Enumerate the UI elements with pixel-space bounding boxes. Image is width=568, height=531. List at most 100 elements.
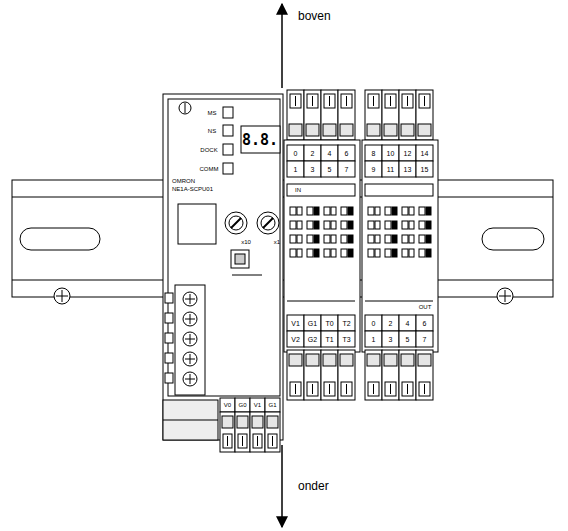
part-outline [284, 140, 360, 352]
terminal-number: 8 [372, 150, 376, 157]
terminal-number: 10 [387, 150, 395, 157]
part-outline [321, 90, 338, 140]
part-line [242, 436, 243, 446]
part-line [287, 301, 355, 302]
led-label: MS [208, 110, 217, 116]
part-outline [223, 434, 232, 448]
terminal-number: 3 [311, 166, 315, 173]
part-outline [324, 249, 330, 257]
part-outline [341, 221, 347, 229]
part-outline [402, 207, 408, 215]
part-line [424, 384, 425, 394]
part-outline [321, 350, 338, 400]
terminal-number: 5 [328, 166, 332, 173]
part-outline [416, 331, 433, 347]
part-outline [399, 161, 416, 177]
part-line [424, 96, 425, 106]
led-label: DOCK [200, 147, 217, 153]
part-outline [268, 434, 277, 448]
part-outline [399, 350, 416, 400]
direction-arrow [281, 445, 283, 527]
part-outline [165, 293, 173, 303]
part-outline [385, 382, 396, 396]
part-line [295, 96, 296, 106]
part-outline [287, 350, 304, 400]
part-outline [331, 249, 336, 257]
part-outline [399, 315, 416, 331]
part-outline [385, 94, 396, 108]
terminal-name: T0 [325, 320, 333, 327]
part-outline [418, 354, 431, 366]
part-outline [341, 235, 347, 243]
part-outline [348, 221, 353, 229]
part-outline [384, 124, 397, 136]
part-line [190, 314, 191, 324]
part-outline [237, 416, 248, 428]
part-outline [419, 207, 425, 215]
part-line [257, 436, 258, 446]
part-outline [287, 161, 304, 177]
part-outline [341, 207, 347, 215]
part-outline [163, 94, 283, 440]
part-line [505, 290, 506, 302]
part-line [227, 436, 228, 446]
part-outline [297, 221, 302, 229]
part-outline [340, 124, 353, 136]
part-line [390, 384, 391, 394]
part-circle [497, 288, 513, 304]
part-outline [220, 412, 235, 452]
part-outline [331, 221, 336, 229]
part-circle [261, 216, 275, 230]
part-outline [314, 221, 319, 229]
part-circle [183, 352, 197, 366]
terminal-number: 4 [328, 150, 332, 157]
part-outline [392, 221, 397, 229]
part-outline [163, 400, 218, 440]
terminal-name: G1 [308, 320, 317, 327]
part-line [263, 218, 273, 228]
part-outline [338, 90, 355, 140]
part-outline [402, 249, 408, 257]
part-outline [235, 398, 250, 412]
part-outline [304, 350, 321, 400]
input-module [284, 90, 360, 400]
terminal-name: G0 [238, 402, 246, 408]
part-outline [290, 94, 301, 108]
part-circle [54, 288, 70, 304]
part-outline [382, 90, 399, 140]
part-outline [222, 416, 233, 428]
part-outline [20, 228, 100, 250]
part-outline [340, 354, 353, 366]
part-outline [365, 90, 382, 140]
part-outline [323, 354, 336, 366]
part-line [407, 384, 408, 394]
part-outline [375, 221, 380, 229]
part-line [232, 275, 262, 276]
part-outline [297, 235, 302, 243]
part-outline [324, 382, 335, 396]
part-outline [426, 207, 431, 215]
part-outline [331, 207, 336, 215]
part-circle [257, 212, 279, 234]
part-outline [375, 249, 380, 257]
switch-label: x1 [274, 239, 280, 245]
part-circle [229, 216, 243, 230]
part-outline [165, 373, 173, 383]
part-outline [297, 207, 302, 215]
part-circle [225, 212, 247, 234]
terminal-number: 3 [389, 336, 393, 343]
part-outline [321, 331, 338, 347]
part-line [373, 384, 374, 394]
part-outline [419, 235, 425, 243]
part-outline [290, 235, 296, 243]
part-outline [399, 331, 416, 347]
part-outline [331, 235, 336, 243]
part-outline [223, 107, 233, 118]
part-outline [307, 94, 318, 108]
terminal-number: 0 [372, 320, 376, 327]
part-line [390, 96, 391, 106]
terminal-name: T2 [342, 320, 350, 327]
led-label: COMM [200, 166, 219, 172]
part-outline [348, 249, 353, 257]
